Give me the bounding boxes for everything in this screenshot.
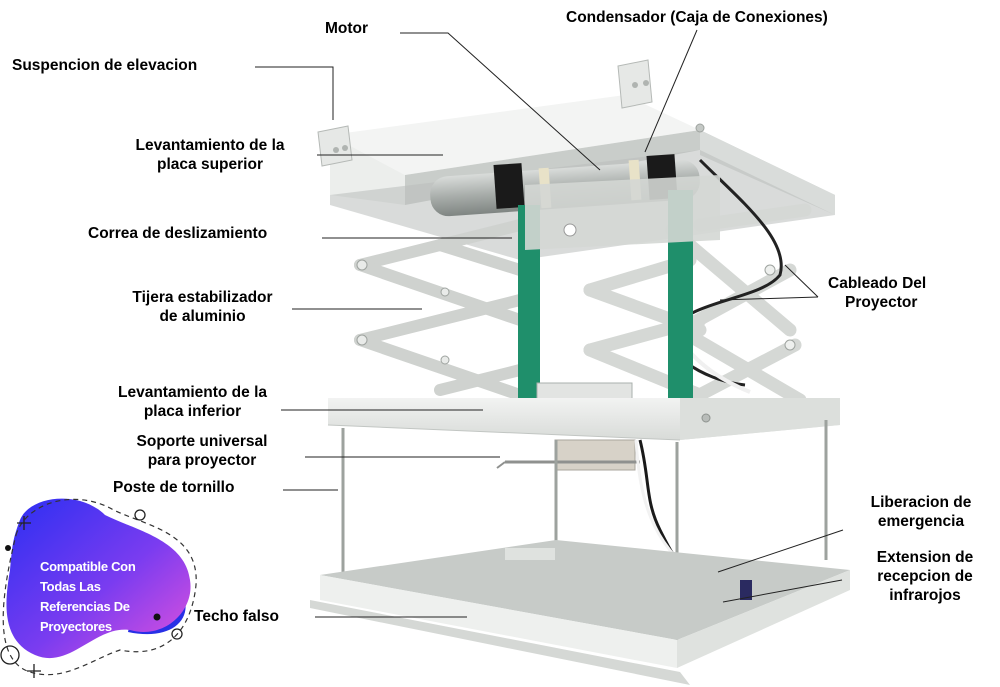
label-motor: Motor bbox=[325, 20, 369, 37]
compatibility-badge-text: Compatible Con Todas Las Referencias De … bbox=[40, 559, 136, 634]
lower-lift-plate bbox=[327, 382, 840, 441]
left-scissor-arms bbox=[354, 219, 526, 401]
false-ceiling-panel bbox=[310, 540, 850, 685]
label-correa: Correa de deslizamiento bbox=[88, 225, 268, 242]
label-poste: Poste de tornillo bbox=[113, 479, 235, 496]
projector-mount bbox=[496, 439, 640, 471]
label-suspencion: Suspencion de elevacion bbox=[12, 57, 198, 74]
label-condensador: Condensador (Caja de Conexiones) bbox=[566, 9, 828, 26]
leader-lines bbox=[255, 29, 844, 618]
compatibility-badge-shape bbox=[0, 498, 197, 678]
label-techo-falso: Techo falso bbox=[194, 608, 279, 625]
